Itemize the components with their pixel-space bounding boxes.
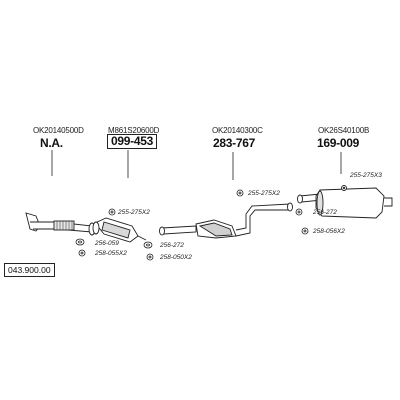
oem-number-centre-silencer: OK20140300C xyxy=(212,126,263,135)
part-label: 255-275X3 xyxy=(350,172,382,179)
gasket-parts-front xyxy=(75,208,154,261)
part-label: 256-272 xyxy=(313,209,337,216)
part-label: 258-050X2 xyxy=(160,254,192,261)
reference-centre-silencer: 283-767 xyxy=(213,136,255,150)
part-label: 255-275X2 xyxy=(118,209,150,216)
part-label: 258-056X2 xyxy=(313,228,345,235)
diagram-id-badge: 043.900.00 xyxy=(4,263,55,277)
part-label: 258-055X2 xyxy=(95,250,127,257)
oem-number-front-pipe: OK20140500D xyxy=(33,126,84,135)
centre-pipe-silencer xyxy=(159,202,293,239)
flex-section xyxy=(53,220,75,231)
reference-catalyst: 099-453 xyxy=(107,134,157,149)
part-label: 255-275X2 xyxy=(248,190,280,197)
rear-silencer xyxy=(297,185,393,219)
oem-number-rear-silencer: OK26S40100B xyxy=(318,126,370,135)
front-pipe xyxy=(25,212,96,236)
reference-front-pipe: N.A. xyxy=(40,136,63,150)
gasket-parts-centre xyxy=(236,189,309,235)
oem-number-catalyst: M861S20600D xyxy=(108,126,160,135)
reference-rear-silencer: 169-009 xyxy=(317,136,359,150)
catalyst xyxy=(92,217,147,243)
part-label: 256-272 xyxy=(160,242,184,249)
part-label: 256-059 xyxy=(95,240,119,247)
